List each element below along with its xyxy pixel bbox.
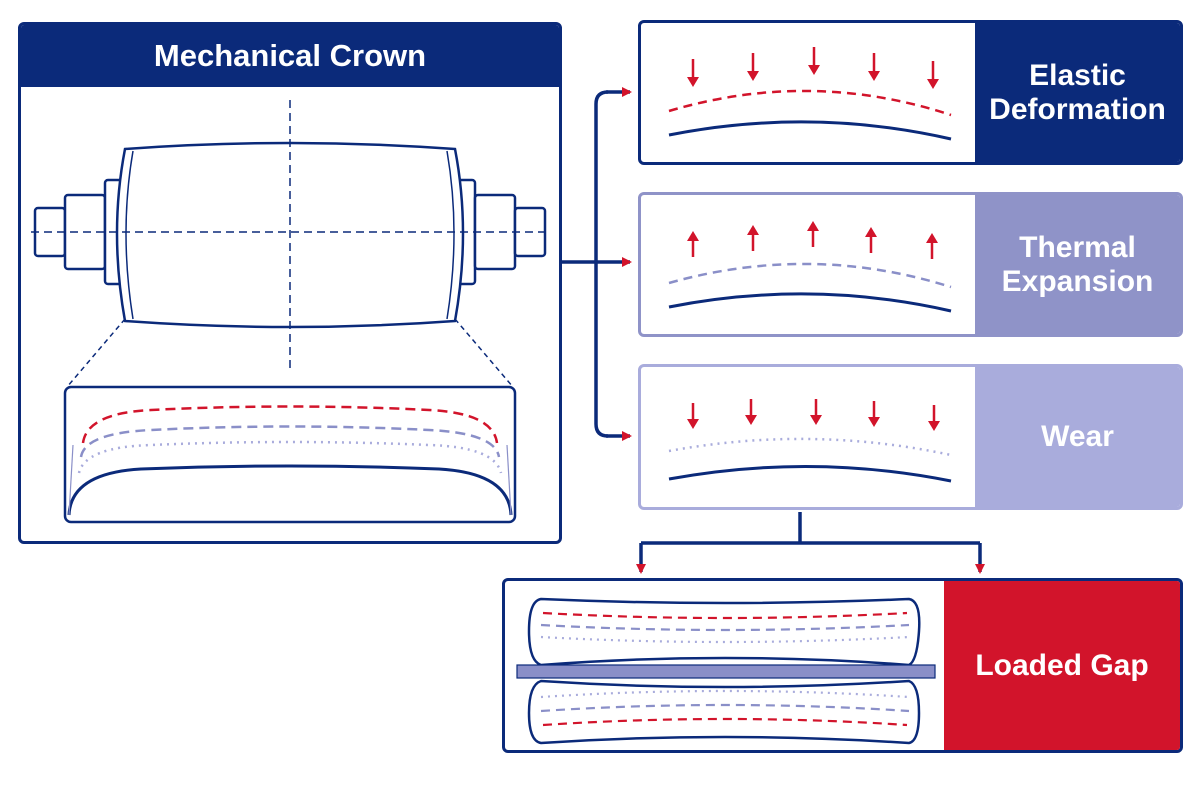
wear-label-text: Wear (1041, 420, 1114, 453)
zoom-guide-left (66, 318, 126, 388)
strip (516, 664, 936, 679)
arrow-down-icon (868, 53, 880, 81)
arrow-down-icon (687, 59, 699, 87)
lower-roll-wear (540, 689, 910, 699)
crown-profile-solid (67, 464, 513, 516)
elastic-force-arrows (687, 47, 939, 89)
wear-force-arrows (687, 399, 940, 431)
elastic-deformation-panel: Elastic Deformation (638, 20, 1183, 165)
arrow-up-icon (687, 231, 699, 257)
arrow-up-icon (926, 233, 938, 259)
wear-panel: Wear (638, 364, 1183, 510)
crown-profile-elastic (81, 405, 499, 444)
zoom-guide-right (454, 318, 514, 388)
arrow-down-icon (687, 403, 699, 429)
mechanical-crown-title: Mechanical Crown (21, 25, 559, 87)
arrow-up-icon (747, 225, 759, 251)
crown-detail-box (63, 385, 517, 524)
upper-roll-wear (540, 635, 910, 644)
crown-profile-right-edge (506, 444, 512, 516)
arrow-down-icon (928, 405, 940, 431)
arrow-down-icon (810, 399, 822, 425)
elastic-diagram (668, 47, 952, 141)
arrow-down-icon (808, 47, 820, 75)
upper-roll-elastic (542, 611, 908, 620)
thermal-expansion-panel: Thermal Expansion (638, 192, 1183, 337)
elastic-label-line2: Deformation (989, 92, 1166, 126)
thermal-force-arrows (687, 221, 938, 259)
elastic-label-line1: Elastic (1029, 58, 1126, 92)
connector-vertical (594, 90, 609, 438)
roll-left-edge (125, 150, 134, 320)
loaded-gap-diagram (516, 597, 936, 745)
wear-label: Wear (975, 367, 1180, 507)
arrow-down-icon (745, 399, 757, 425)
upper-roll (527, 597, 921, 667)
lower-roll (527, 679, 921, 745)
mechanical-crown-title-text: Mechanical Crown (153, 38, 427, 73)
wear-diagram (668, 399, 952, 483)
arrow-down-icon (868, 401, 880, 427)
upper-roll-thermal (540, 623, 910, 632)
wear-worn-profile (668, 437, 952, 457)
loaded-gap-panel: Loaded Gap (502, 578, 1183, 753)
mechanical-crown-panel: Mechanical Crown (18, 22, 562, 544)
wear-base-profile (668, 464, 952, 483)
arrow-up-icon (865, 227, 877, 253)
roll-right-edge (446, 150, 455, 320)
thermal-expanded-profile (668, 262, 952, 289)
arrow-down-icon (747, 53, 759, 81)
thermal-label-line1: Thermal (1019, 230, 1136, 264)
crown-profile-thermal (79, 425, 501, 458)
elastic-deformed-profile (668, 89, 952, 117)
thermal-base-profile (668, 292, 952, 313)
lower-roll-elastic (542, 717, 908, 727)
thermal-diagram (668, 221, 952, 313)
loaded-gap-label-text: Loaded Gap (975, 648, 1149, 682)
lower-roll-thermal (540, 703, 910, 713)
roll-illustration (31, 100, 549, 524)
arrow-down-icon (927, 61, 939, 89)
elastic-deformation-label: Elastic Deformation (975, 23, 1180, 162)
loaded-gap-label: Loaded Gap (944, 581, 1180, 750)
arrow-up-icon (807, 221, 819, 247)
crown-profile-left-edge (68, 444, 74, 516)
thermal-label-line2: Expansion (1001, 264, 1154, 298)
elastic-base-profile (668, 120, 952, 141)
thermal-expansion-label: Thermal Expansion (975, 195, 1180, 334)
